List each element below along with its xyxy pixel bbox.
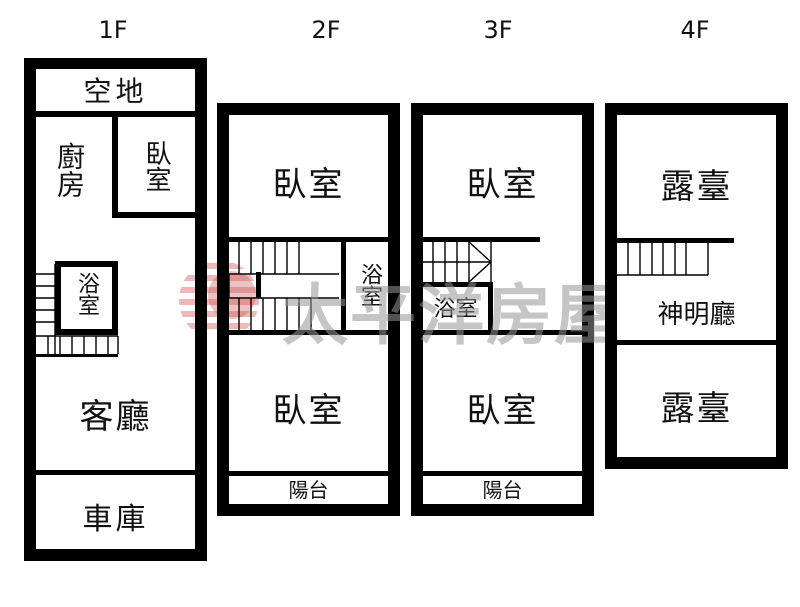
- wall: [605, 103, 617, 469]
- floor-label-1f: 1F: [98, 16, 128, 44]
- floor-label-4f: 4F: [680, 16, 710, 44]
- wall: [411, 103, 423, 516]
- wall: [55, 261, 118, 267]
- wall: [423, 330, 582, 335]
- room-bedroom-back: 臥室: [466, 391, 539, 431]
- room-bedroom: 臥室: [141, 140, 171, 192]
- room-bedroom-front: 臥室: [272, 165, 345, 205]
- wall: [217, 103, 400, 115]
- wall: [36, 354, 118, 357]
- room-balcony: 陽台: [288, 478, 329, 502]
- room-living-room: 客廳: [79, 397, 152, 437]
- wall: [605, 457, 788, 469]
- staircase-icon: [423, 242, 493, 283]
- room-garage: 車庫: [82, 502, 149, 537]
- staircase-icon: [617, 243, 709, 276]
- room-kitchen: 廚房: [53, 142, 86, 198]
- wall: [24, 549, 207, 561]
- wall: [776, 103, 788, 469]
- room-bathroom: 浴室: [357, 263, 382, 307]
- floor-label-3f: 3F: [483, 16, 513, 44]
- wall: [423, 471, 582, 476]
- room-bathroom: 浴室: [433, 297, 478, 322]
- wall: [617, 238, 734, 243]
- room-bedroom-back: 臥室: [272, 391, 345, 431]
- wall: [229, 330, 388, 335]
- wall: [112, 261, 118, 335]
- wall: [341, 242, 346, 330]
- stair-handrail: [256, 272, 261, 298]
- wall: [217, 103, 229, 516]
- wall: [36, 470, 195, 475]
- staircase-icon: [229, 242, 339, 330]
- wall: [617, 340, 776, 345]
- wall: [423, 282, 493, 287]
- room-terrace-front: 露臺: [660, 167, 733, 207]
- wall: [411, 103, 594, 115]
- floor-label-2f: 2F: [311, 16, 341, 44]
- room-terrace-back: 露臺: [660, 389, 733, 429]
- wall: [55, 261, 61, 335]
- wall: [36, 111, 195, 117]
- room-balcony: 陽台: [482, 478, 523, 502]
- staircase-icon: [36, 264, 119, 354]
- room-bedroom-front: 臥室: [466, 165, 539, 205]
- wall: [488, 282, 493, 335]
- wall: [55, 329, 118, 335]
- wall: [411, 504, 594, 516]
- wall: [112, 212, 195, 218]
- wall: [24, 58, 207, 69]
- wall: [229, 471, 388, 476]
- wall: [605, 103, 788, 115]
- room-shrine-hall: 神明廳: [657, 300, 736, 330]
- room-yard: 空地: [83, 75, 148, 108]
- wall: [112, 117, 118, 218]
- wall: [423, 237, 540, 242]
- wall: [388, 103, 400, 516]
- room-bathroom: 浴室: [74, 272, 99, 316]
- wall: [229, 237, 388, 242]
- wall: [217, 504, 400, 516]
- wall: [24, 58, 36, 561]
- wall: [195, 58, 207, 561]
- wall: [582, 103, 594, 516]
